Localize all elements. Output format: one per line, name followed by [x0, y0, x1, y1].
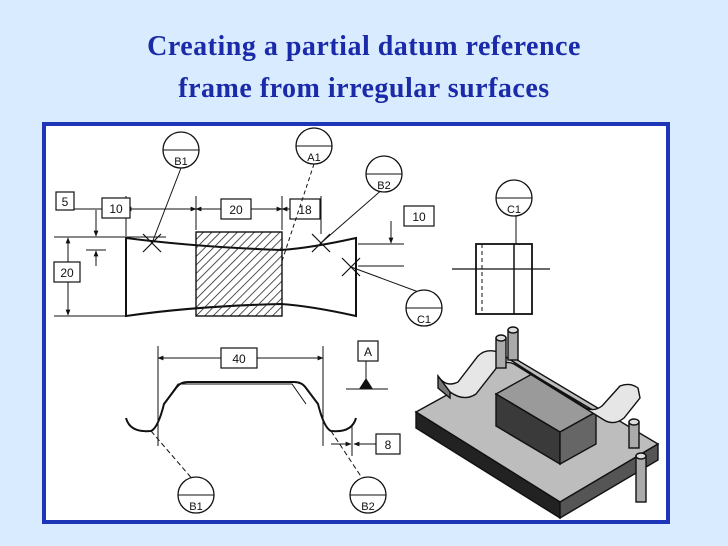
title-line-1: Creating a partial datum reference	[147, 31, 581, 62]
hatched-datum-area	[195, 231, 283, 317]
dim-5: 5	[62, 195, 69, 209]
profile-view: 40 A 8 B1 B2	[125, 340, 401, 514]
drawing-frame: 5 10 20 18 10 20 B1 A1 B2 C1	[42, 122, 670, 524]
svg-text:C1: C1	[417, 314, 431, 326]
datum-feature-a	[357, 340, 379, 362]
title-line-2: frame from irregular surfaces	[178, 73, 550, 104]
svg-text:B2: B2	[361, 501, 374, 513]
top-view: 5 10 20 18 10 20 B1 A1 B2 C1	[53, 127, 443, 327]
engineering-drawing: 5 10 20 18 10 20 B1 A1 B2 C1	[53, 127, 660, 520]
svg-text:B1: B1	[174, 156, 187, 168]
slide-title: Creating a partial datum reference frame…	[0, 26, 728, 110]
isometric-fixture	[414, 326, 660, 520]
svg-text:B1: B1	[189, 501, 202, 513]
dim-10-left: 10	[109, 202, 123, 216]
dim-20-width: 20	[229, 203, 243, 217]
svg-text:C1: C1	[507, 204, 521, 216]
svg-text:A1: A1	[307, 152, 320, 164]
dim-18: 18	[298, 203, 312, 217]
dim-20-height: 20	[60, 266, 74, 280]
svg-text:B2: B2	[377, 180, 390, 192]
dim-8: 8	[385, 438, 392, 452]
svg-text:A: A	[364, 345, 372, 359]
side-view: C1	[452, 179, 550, 315]
dim-5-box	[55, 191, 75, 211]
dim-10-right: 10	[412, 210, 426, 224]
dim-40: 40	[232, 352, 246, 366]
